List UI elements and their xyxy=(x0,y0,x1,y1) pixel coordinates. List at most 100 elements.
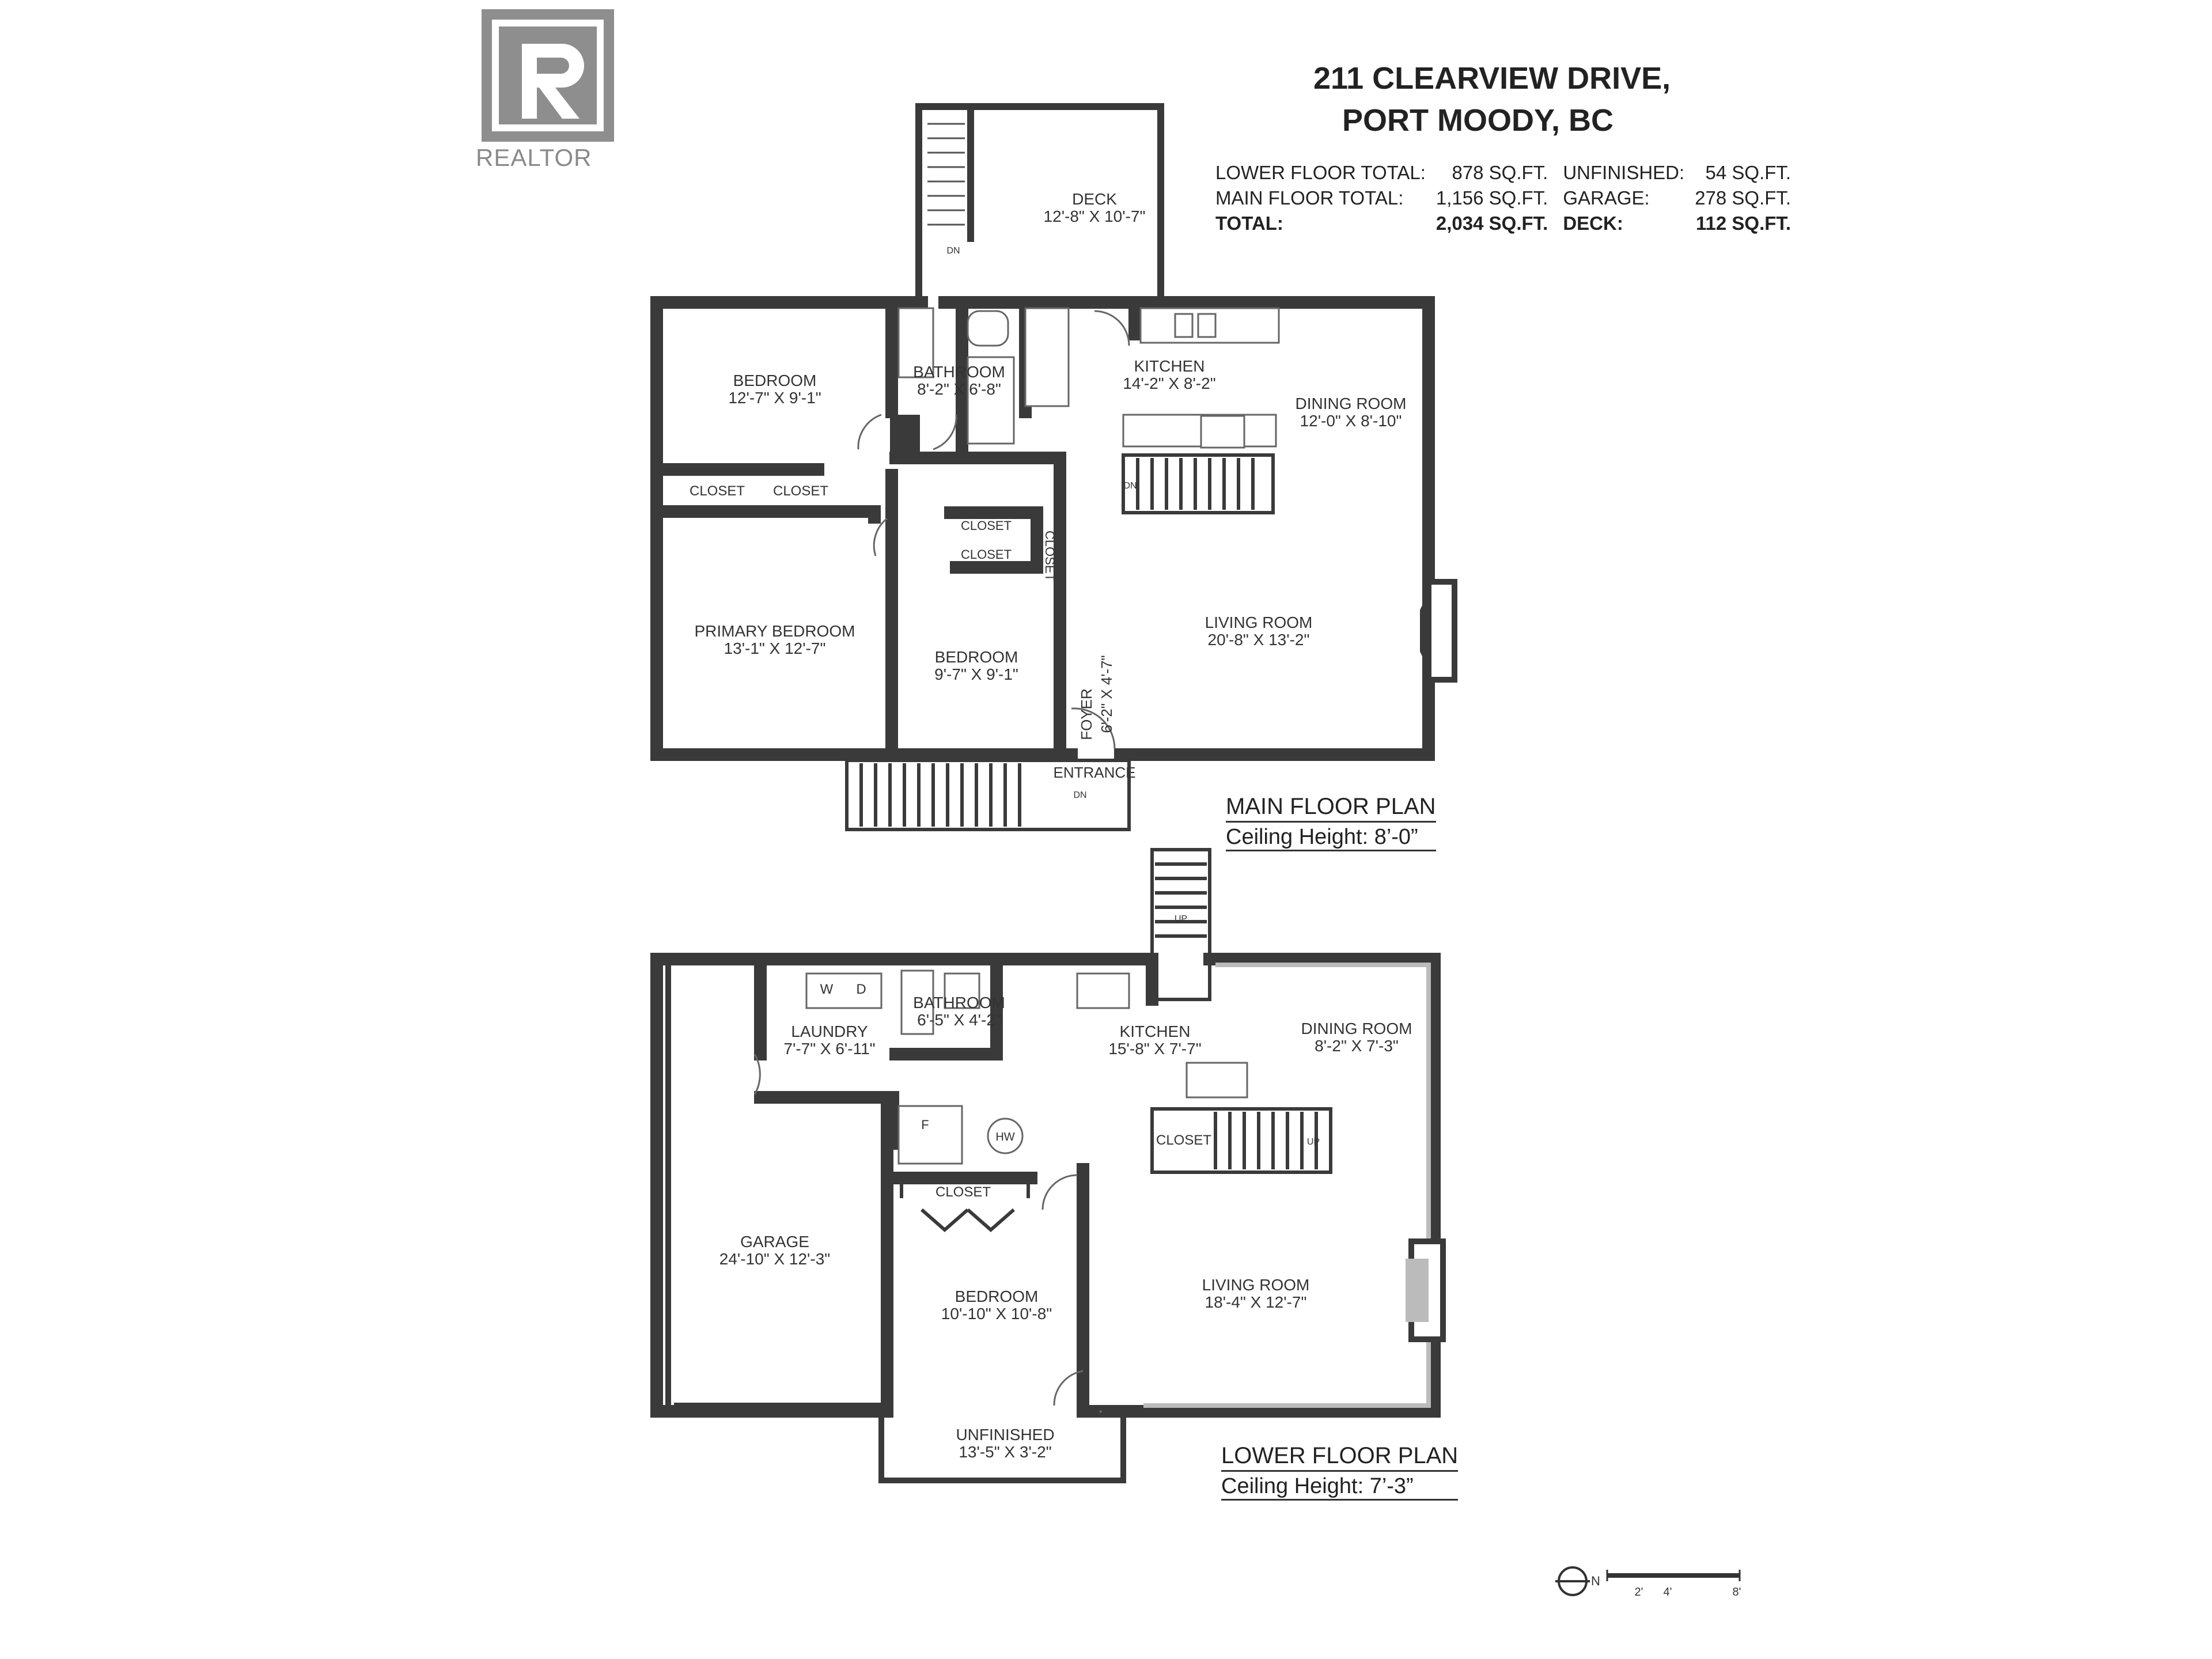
dryer-label: D xyxy=(856,982,866,997)
stats-label: GARAGE: xyxy=(1563,187,1650,209)
main-deck-stairs xyxy=(927,123,965,226)
lower-doors xyxy=(753,1054,1084,1406)
room-dim-bedroom: 10'-10" X 10'-8" xyxy=(941,1305,1052,1323)
room-dim-primary-bedroom: 13'-1" X 12'-7" xyxy=(724,639,826,657)
main-entrance-stairs xyxy=(845,759,1131,831)
closet-label: CLOSET xyxy=(935,1184,991,1200)
lower-closet xyxy=(900,1178,1030,1232)
lower-interior-stairs xyxy=(1150,1107,1332,1174)
room-name-bedroom: BEDROOM xyxy=(733,372,817,389)
room-name-living: LIVING ROOM xyxy=(1205,613,1313,631)
room-labels: DECK 12'-8" X 10'-7" BEDROOM 12'-7" X 9'… xyxy=(690,190,1741,1599)
stats-row: LOWER FLOOR TOTAL: 878 SQ.FT. UNFINISHED… xyxy=(1215,160,1806,185)
room-dim-dining: 8'-2" X 7'-3" xyxy=(1315,1037,1399,1055)
room-dim-bathroom: 6'-5" X 4'-2" xyxy=(917,1011,1001,1029)
main-floor-plan-title: MAIN FLOOR PLAN Ceiling Height: 8’-0” xyxy=(1226,794,1436,851)
washer-label: W xyxy=(820,982,834,997)
lower-fireplace xyxy=(1406,1238,1446,1342)
main-doors xyxy=(857,310,1130,749)
stats-label: DECK: xyxy=(1563,213,1623,234)
lower-floor-plan-title: LOWER FLOOR PLAN Ceiling Height: 7’-3” xyxy=(1221,1443,1459,1501)
dn-label: DN xyxy=(1073,790,1086,800)
closet-label: CLOSET xyxy=(1156,1132,1211,1148)
realtor-logo-text: REALTOR xyxy=(476,144,592,171)
room-name-bedroom: BEDROOM xyxy=(935,648,1018,666)
stats-value: 278 SQ.FT. xyxy=(1695,187,1791,209)
room-name-dining: DINING ROOM xyxy=(1296,395,1407,412)
room-name-unfinished: UNFINISHED xyxy=(956,1426,1054,1444)
room-name-dining: DINING ROOM xyxy=(1301,1020,1412,1037)
room-name-deck: DECK xyxy=(1072,190,1117,208)
stats-label: TOTAL: xyxy=(1215,213,1283,234)
room-dim-garage: 24'-10" X 12'-3" xyxy=(719,1250,830,1268)
room-name-bedroom: BEDROOM xyxy=(955,1287,1039,1305)
room-name-kitchen: KITCHEN xyxy=(1134,357,1205,375)
stats-value: 878 SQ.FT. xyxy=(1452,162,1548,183)
room-dim-kitchen: 14'-2" X 8'-2" xyxy=(1123,374,1215,392)
room-dim-living: 18'-4" X 12'-7" xyxy=(1205,1293,1307,1311)
stats-value: 1,156 SQ.FT. xyxy=(1435,187,1548,209)
scale-bar xyxy=(1555,1566,1741,1596)
stats-row-total: TOTAL: 2,034 SQ.FT. DECK: 112 SQ.FT. xyxy=(1215,211,1806,236)
area-stats-table: LOWER FLOOR TOTAL: 878 SQ.FT. UNFINISHED… xyxy=(1215,160,1806,236)
stats-value: 112 SQ.FT. xyxy=(1696,213,1791,234)
lower-floor-ceiling-text: Ceiling Height: 7’-3” xyxy=(1221,1474,1459,1501)
room-dim-living: 20'-8" X 13'-2" xyxy=(1208,631,1310,649)
room-name-laundry: LAUNDRY xyxy=(791,1022,868,1040)
stats-label: UNFINISHED: xyxy=(1563,162,1685,183)
lower-garage-inner xyxy=(665,965,881,1408)
lower-floor-title-text: LOWER FLOOR PLAN xyxy=(1221,1443,1459,1472)
closet-label: CLOSET xyxy=(690,483,745,499)
lower-fixtures xyxy=(805,969,1248,1413)
stats-label: LOWER FLOOR TOTAL: xyxy=(1215,162,1426,183)
north-label: N xyxy=(1591,1574,1600,1588)
scale-tick-label: 2' xyxy=(1635,1586,1643,1599)
main-interior-stairs xyxy=(1122,453,1275,514)
closet-label: CLOSET xyxy=(1043,531,1057,581)
main-kitchen-fixtures xyxy=(897,307,1280,449)
furnace-label: F xyxy=(921,1118,929,1132)
stats-value: 54 SQ.FT. xyxy=(1705,162,1791,183)
room-dim-dining: 12'-0" X 8'-10" xyxy=(1300,412,1402,430)
closet-label: CLOSET xyxy=(773,483,828,499)
main-floor-deck xyxy=(915,103,1164,302)
foyer-dim: 6'-2" X 4'-7" xyxy=(1098,655,1115,733)
room-name-bathroom: BATHROOM xyxy=(913,363,1005,381)
room-dim-bathroom: 8'-2" X 6'-8" xyxy=(917,380,1001,398)
entrance-label: ENTRANCE xyxy=(1053,764,1135,781)
scale-tick-label: 4' xyxy=(1664,1586,1672,1599)
main-floor-ceiling-text: Ceiling Height: 8’-0” xyxy=(1226,825,1436,851)
stats-row: MAIN FLOOR TOTAL: 1,156 SQ.FT. GARAGE: 2… xyxy=(1215,185,1806,211)
main-fireplace xyxy=(1420,579,1457,683)
main-floor-walls xyxy=(650,296,1435,761)
scale-tick-label: 8' xyxy=(1733,1586,1741,1599)
room-name-garage: GARAGE xyxy=(740,1233,809,1251)
room-dim-deck: 12'-8" X 10'-7" xyxy=(1044,207,1146,225)
stats-label: MAIN FLOOR TOTAL: xyxy=(1215,187,1404,209)
up-label: UP xyxy=(1175,914,1187,924)
main-chimney-block xyxy=(890,415,920,458)
closet-label: CLOSET xyxy=(961,518,1012,533)
dn-label: DN xyxy=(946,246,960,256)
room-dim-bedroom: 12'-7" X 9'-1" xyxy=(728,389,821,407)
room-dim-bedroom: 9'-7" X 9'-1" xyxy=(934,665,1018,683)
closet-label: CLOSET xyxy=(961,547,1012,562)
main-floor-title-text: MAIN FLOOR PLAN xyxy=(1226,794,1436,823)
address-line-2: PORT MOODY, BC xyxy=(1342,103,1614,138)
room-dim-unfinished: 13'-5" X 3'-2" xyxy=(959,1443,1051,1461)
up-label: UP xyxy=(1307,1137,1320,1147)
room-dim-laundry: 7'-7" X 6'-11" xyxy=(783,1040,875,1058)
dn-label: DN xyxy=(1123,481,1137,491)
lower-living-inner-line xyxy=(1143,963,1431,1408)
lower-unfinished-room xyxy=(878,1411,1126,1483)
water-heater-icon xyxy=(987,1118,1024,1154)
stats-value: 2,034 SQ.FT. xyxy=(1435,213,1548,234)
lower-exterior-stairs xyxy=(1150,848,1211,1001)
hot-water-label: HW xyxy=(995,1131,1014,1143)
room-name-living: LIVING ROOM xyxy=(1202,1276,1310,1294)
room-name-kitchen: KITCHEN xyxy=(1120,1022,1191,1040)
room-dim-kitchen: 15'-8" X 7'-7" xyxy=(1108,1040,1201,1058)
room-name-primary-bedroom: PRIMARY BEDROOM xyxy=(694,622,855,640)
realtor-logo-icon xyxy=(482,9,614,145)
